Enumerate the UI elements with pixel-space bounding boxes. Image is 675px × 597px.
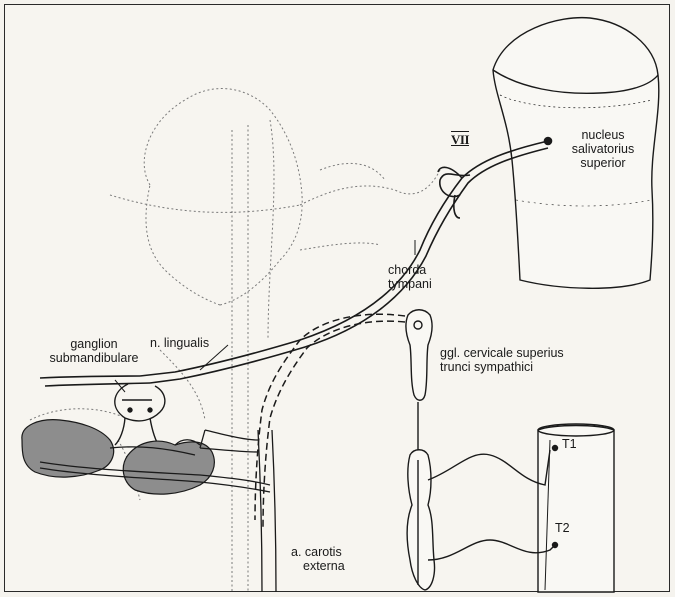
salivary-glands — [22, 420, 214, 494]
nucleus-line-2: salivatorius — [553, 142, 653, 156]
chorda-tympani-label: chorda tympani — [388, 263, 432, 291]
cranial-nerve-label: VII — [451, 133, 469, 147]
nucleus-line-1: nucleus — [553, 128, 653, 142]
spinal-t2-label: T2 — [555, 521, 570, 535]
cervical-ganglion-label: ggl. cervicale superius trunci sympathic… — [440, 346, 564, 374]
carotis-label: a. carotis externa — [291, 545, 345, 573]
spinal-t1-label: T1 — [562, 437, 577, 451]
chorda-line-1: chorda — [388, 263, 432, 277]
chorda-line-2: tympani — [388, 277, 432, 291]
cervical-line-2: trunci sympathici — [440, 360, 564, 374]
ganglion-label: ganglion submandibulare — [38, 337, 150, 365]
nucleus-line-3: superior — [553, 156, 653, 170]
cervical-line-1: ggl. cervicale superius — [440, 346, 564, 360]
ganglion-line-1: ganglion — [38, 337, 150, 351]
ganglion-structure — [115, 384, 165, 448]
carotis-line-1: a. carotis — [291, 545, 345, 559]
lingual-nerve-label: n. lingualis — [150, 336, 209, 350]
ganglion-line-2: submandibulare — [38, 351, 150, 365]
carotis-line-2: externa — [291, 559, 345, 573]
nucleus-label: nucleus salivatorius superior — [553, 128, 653, 170]
